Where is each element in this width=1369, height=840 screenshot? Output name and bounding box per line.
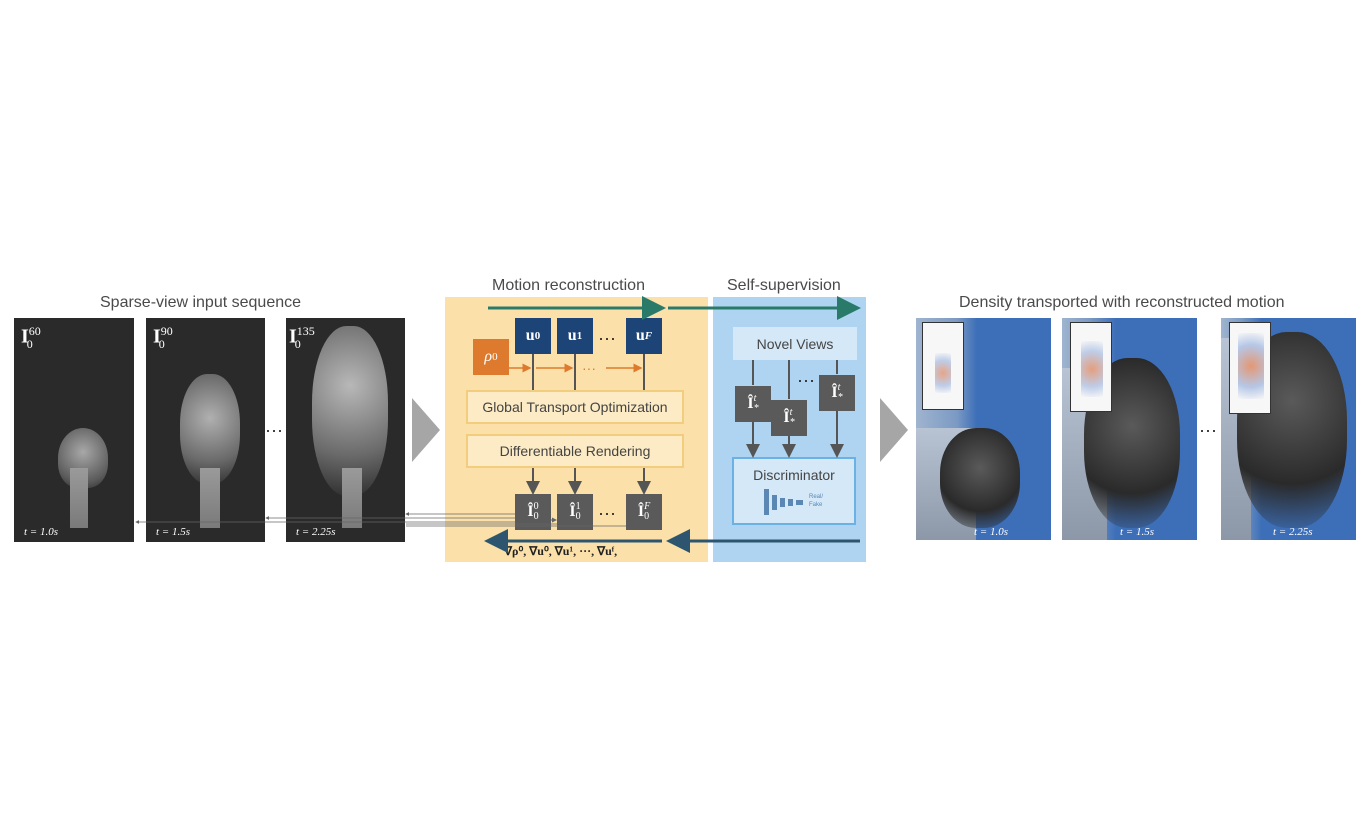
diff-render-bar: Differentiable Rendering [466, 434, 684, 468]
rho-ellipsis: ··· [582, 360, 596, 376]
selfsup-section-title: Self-supervision [727, 277, 841, 294]
velocity-inset [1229, 322, 1271, 414]
smoke-plume [312, 326, 388, 496]
smoke-plume [940, 428, 1020, 528]
input-label-3: I1350 [289, 324, 315, 351]
smoke-column [70, 468, 88, 528]
input-label-2: I900 [153, 324, 173, 351]
output-time-2: t = 1.5s [1120, 526, 1155, 538]
input-section-title: Sparse-view input sequence [100, 294, 302, 311]
motion-section-title: Motion reconstruction [492, 277, 645, 294]
input-frame-2: I900 t = 1.5s [146, 318, 265, 542]
real-label: Real/ [809, 494, 824, 500]
output-time-1: t = 1.0s [974, 526, 1009, 538]
velocity-inset [922, 322, 964, 410]
velocity-ellipsis: ··· [598, 328, 616, 348]
fake-label: Fake [809, 502, 823, 508]
smoke-column [342, 468, 362, 528]
chevron-right-icon [412, 398, 440, 462]
input-frame-1: I600 t = 1.0s [14, 318, 134, 542]
rendered-ellipsis: ··· [598, 503, 616, 523]
input-frame-3: I1350 t = 2.25s [286, 318, 405, 542]
discriminator-label: Discriminator [753, 467, 835, 483]
input-time-3: t = 2.25s [296, 526, 336, 538]
gradient-label: ∇ρ⁰, ∇u⁰, ∇u¹, ···, ∇uᶠ, [504, 544, 618, 558]
input-ellipsis: ··· [265, 420, 283, 440]
input-time-1: t = 1.0s [24, 526, 59, 538]
smoke-plume [180, 374, 240, 484]
output-frame-3: t = 2.25s [1221, 318, 1356, 540]
network-icon [764, 489, 834, 517]
discriminator-box: Discriminator Real/ Fake [732, 457, 856, 525]
novel-view-ellipsis: ··· [797, 370, 815, 390]
output-section-title: Density transported with reconstructed m… [959, 294, 1285, 311]
global-transport-bar: Global Transport Optimization [466, 390, 684, 424]
output-frame-2: t = 1.5s [1062, 318, 1197, 540]
chevron-right-icon [880, 398, 908, 462]
input-time-2: t = 1.5s [156, 526, 191, 538]
novel-views-box: Novel Views [733, 327, 857, 360]
smoke-column [200, 468, 220, 528]
velocity-inset [1070, 322, 1112, 412]
output-frame-1: t = 1.0s [916, 318, 1051, 540]
output-time-3: t = 2.25s [1273, 526, 1313, 538]
input-label-1: I600 [21, 324, 41, 351]
output-ellipsis: ··· [1199, 420, 1217, 440]
